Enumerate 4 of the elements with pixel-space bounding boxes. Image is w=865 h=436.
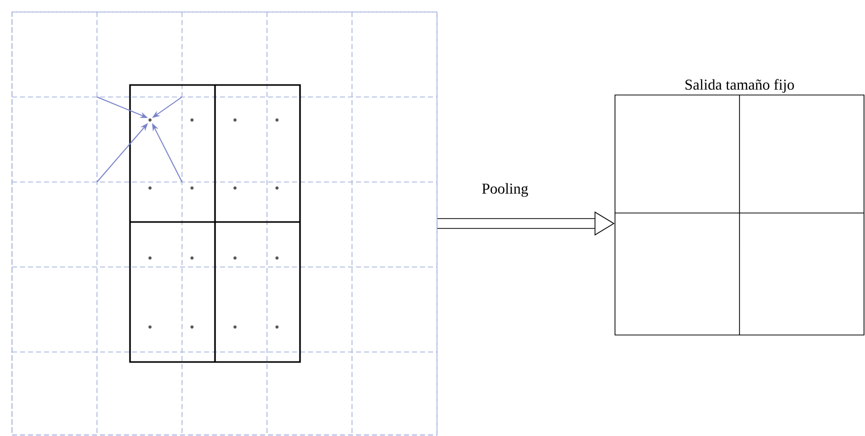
output-grid: Salida tamaño fijo xyxy=(614,79,864,336)
feature-map-drawing xyxy=(12,12,438,436)
node-label: Salida tamaño fijo xyxy=(686,79,794,93)
edge-label: Pooling xyxy=(482,183,528,197)
